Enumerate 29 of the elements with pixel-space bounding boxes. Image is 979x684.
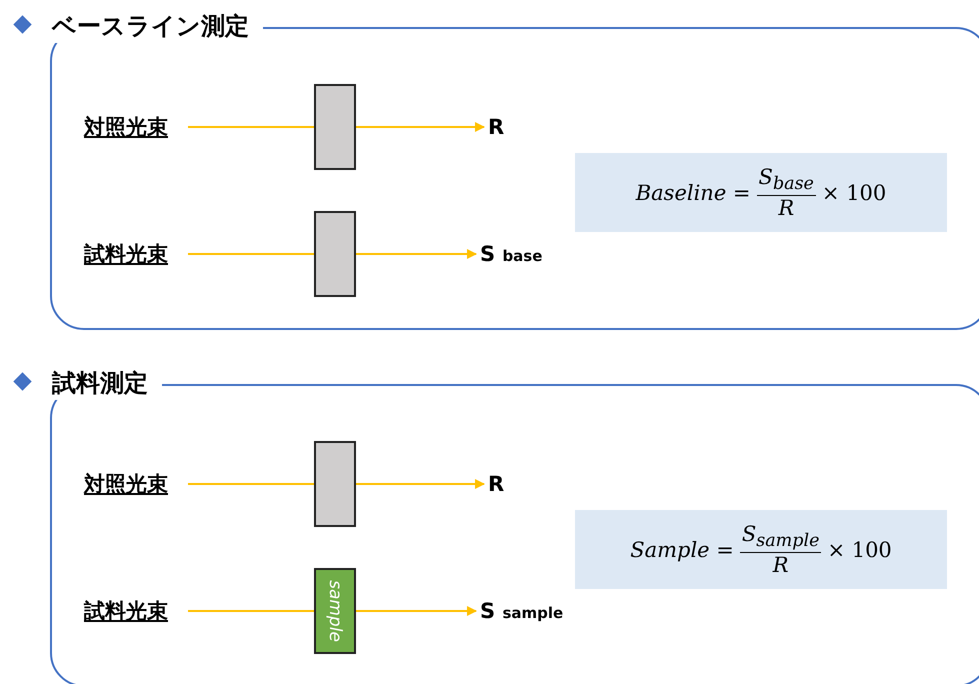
beam-line <box>188 483 314 485</box>
beam-arrow <box>356 479 485 489</box>
detector-label: R <box>488 113 508 141</box>
cell-text: sample <box>325 580 345 642</box>
beam-line <box>188 126 314 128</box>
sample-cell <box>314 568 356 654</box>
beam-line <box>188 610 314 612</box>
formula-panel <box>575 153 947 232</box>
beam-label: 試料光束 <box>84 597 188 625</box>
beam-label: 対照光束 <box>84 113 188 141</box>
formula-panel <box>575 510 947 589</box>
reference-cell <box>314 84 356 170</box>
formula-text: Baseline = <box>636 180 751 204</box>
beam-label: 試料光束 <box>84 240 188 268</box>
fraction-denominator: R <box>778 196 794 220</box>
reference-cell <box>314 441 356 527</box>
beam-label: 対照光束 <box>84 470 188 498</box>
reference-cell <box>314 211 356 297</box>
formula-text: × 100 <box>827 538 892 562</box>
beam-arrow <box>356 122 485 132</box>
fraction-denominator: R <box>772 552 789 577</box>
beam-arrow <box>356 606 477 616</box>
beam-arrow <box>356 249 477 259</box>
fraction-numerator: S$_{sample}$ <box>740 522 822 553</box>
beam-line <box>188 253 314 255</box>
detector-label: R <box>488 470 508 498</box>
fraction-numerator: S$_{base}$ <box>756 165 816 196</box>
formula-text: Sample = <box>630 538 734 562</box>
formula-text: × 100 <box>822 180 886 204</box>
